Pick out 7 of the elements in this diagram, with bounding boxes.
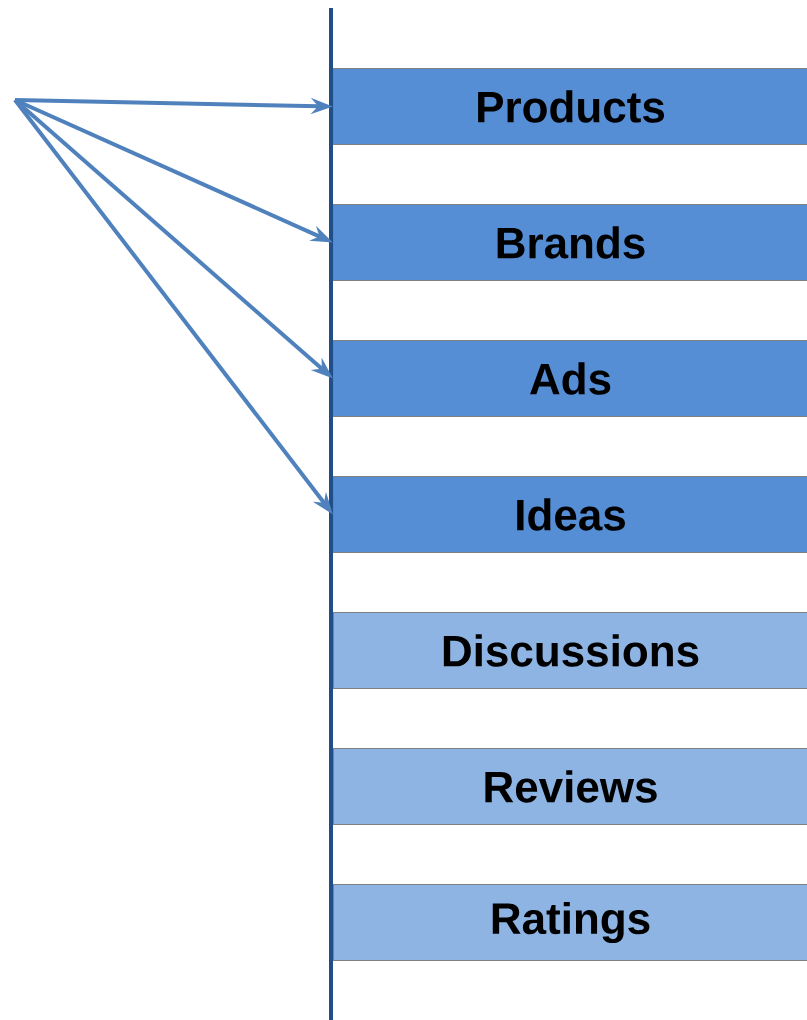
category-bar: Discussions bbox=[333, 612, 807, 689]
category-bar: Products bbox=[333, 68, 807, 145]
category-bar: Ideas bbox=[333, 476, 807, 553]
category-bar: Ads bbox=[333, 340, 807, 417]
category-bar: Brands bbox=[333, 204, 807, 281]
category-bar: Ratings bbox=[333, 884, 807, 961]
category-bar: Reviews bbox=[333, 748, 807, 825]
